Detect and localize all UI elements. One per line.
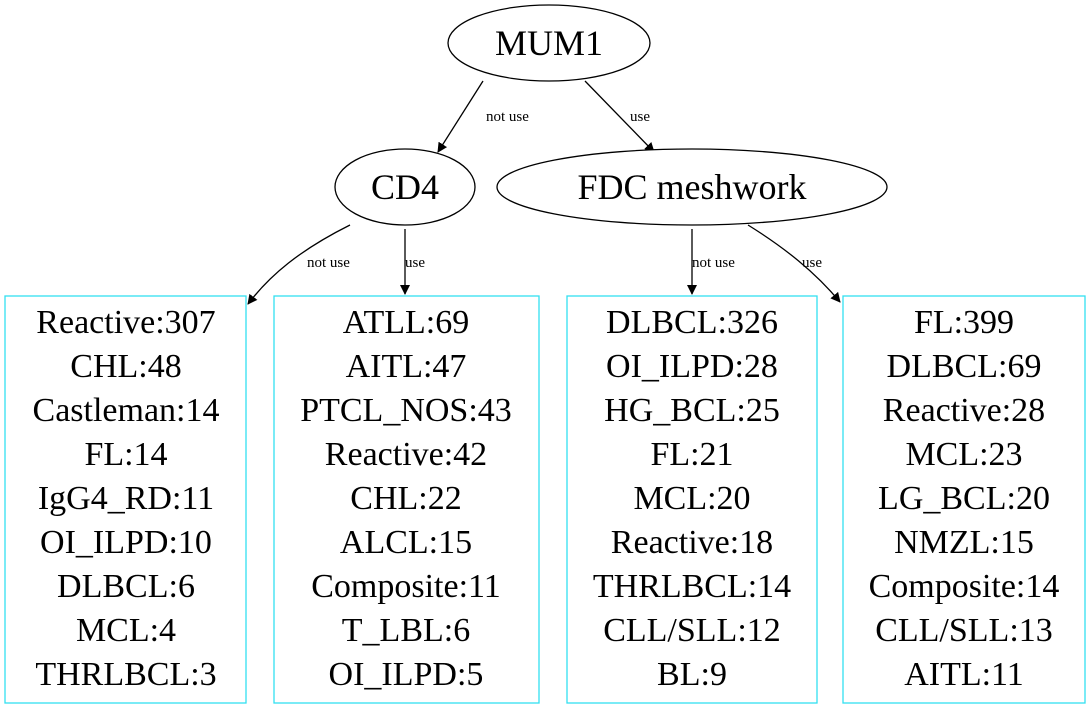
leaf-1-entry: FL:14 [84,436,167,473]
node-fdc-meshwork: FDC meshwork [496,148,888,226]
leaf-3-entry: FL:21 [650,436,733,473]
leaf-3-entry: DLBCL:326 [606,304,778,341]
leaf-2-entry: Reactive:42 [325,436,487,473]
edge-root-to-fdc [584,80,655,153]
leaf-4-entry: Composite:14 [869,568,1060,605]
edge-label-root-fdc: use [630,109,650,125]
leaf-3-entry: MCL:20 [633,480,750,517]
leaf-1: Reactive:307CHL:48Castleman:14FL:14IgG4_… [4,295,247,704]
leaf-1-entry: MCL:4 [76,612,176,649]
leaf-4-entry: LG_BCL:20 [878,480,1050,517]
node-fdc-label: FDC meshwork [577,167,806,207]
leaf-4-entry: MCL:23 [905,436,1022,473]
node-root-label: MUM1 [495,23,603,63]
leaf-2-entry: AITL:47 [346,348,467,385]
leaf-3-entry: THRLBCL:14 [593,568,791,605]
edge-label-root-cd4: not use [486,109,529,125]
leaf-1-entry: THRLBCL:3 [35,656,216,693]
node-cd4-label: CD4 [371,167,439,207]
edge-cd4-to-leaf-1 [247,224,351,305]
leaf-3-entry: OI_ILPD:28 [606,348,778,385]
leaf-3-entry: CLL/SLL:12 [603,612,781,649]
leaf-2-lines: ATLL:69AITL:47PTCL_NOS:43Reactive:42CHL:… [300,304,512,693]
edge-label-cd4-leaf2: use [405,255,425,271]
leaf-1-entry: Castleman:14 [33,392,220,429]
leaf-2-entry: OI_ILPD:5 [329,656,484,693]
edge-label-fdc-leaf3: not use [692,255,735,271]
leaf-1-lines: Reactive:307CHL:48Castleman:14FL:14IgG4_… [33,304,220,693]
leaf-4-entry: AITL:11 [904,656,1024,693]
leaf-3-entry: Reactive:18 [611,524,773,561]
leaf-2-entry: ALCL:15 [340,524,472,561]
edge-label-cd4-leaf1: not use [307,255,350,271]
leaf-2-entry: CHL:22 [350,480,461,517]
node-root: MUM1 [447,4,651,82]
edges [247,80,841,305]
leaf-4-entry: DLBCL:69 [887,348,1042,385]
leaf-3-entry: HG_BCL:25 [604,392,780,429]
edge-label-fdc-leaf4: use [802,255,822,271]
node-cd4: CD4 [334,148,476,226]
leaf-4: FL:399DLBCL:69Reactive:28MCL:23LG_BCL:20… [842,295,1086,704]
edge-fdc-to-leaf-4 [747,224,841,303]
leaf-3: DLBCL:326OI_ILPD:28HG_BCL:25FL:21MCL:20R… [566,295,818,704]
leaf-2-entry: ATLL:69 [343,304,470,341]
edge-root-to-cd4 [437,80,484,153]
leaf-1-entry: Reactive:307 [36,304,215,341]
leaf-1-entry: OI_ILPD:10 [40,524,212,561]
leaf-1-entry: DLBCL:6 [57,568,195,605]
leaf-1-entry: IgG4_RD:11 [38,480,214,517]
leaf-2: ATLL:69AITL:47PTCL_NOS:43Reactive:42CHL:… [273,295,540,704]
leaf-3-lines: DLBCL:326OI_ILPD:28HG_BCL:25FL:21MCL:20R… [593,304,791,693]
leaf-4-entry: NMZL:15 [894,524,1034,561]
leaf-4-entry: Reactive:28 [883,392,1045,429]
leaf-2-entry: T_LBL:6 [342,612,470,649]
edge-labels: not use use not use use not use use [307,109,822,271]
leaf-3-entry: BL:9 [657,656,727,693]
leaf-2-entry: PTCL_NOS:43 [300,392,512,429]
leaf-4-lines: FL:399DLBCL:69Reactive:28MCL:23LG_BCL:20… [869,304,1060,693]
leaf-4-entry: FL:399 [914,304,1014,341]
leaf-1-entry: CHL:48 [70,348,181,385]
leaf-2-entry: Composite:11 [311,568,501,605]
leaf-4-entry: CLL/SLL:13 [875,612,1053,649]
